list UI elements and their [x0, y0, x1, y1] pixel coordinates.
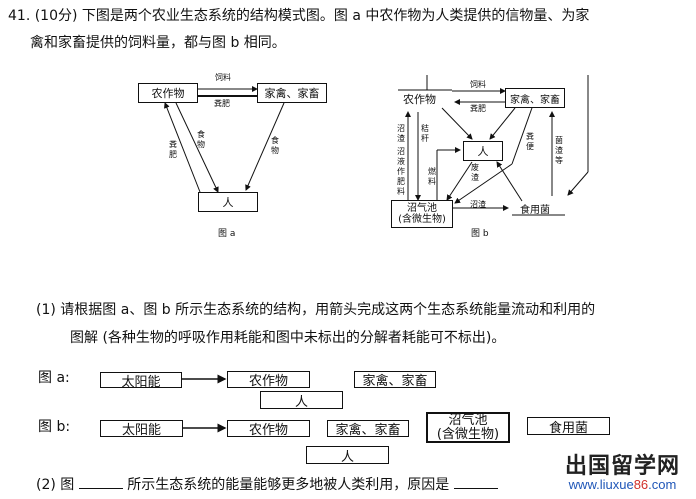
fig-a-label-feed: 饲料: [215, 73, 231, 82]
answer-b-sun-box: 太阳能: [100, 420, 183, 438]
answer-b-biogas-box: 沼气池 (含微生物): [426, 412, 510, 443]
fig-b-mushroom-node: 食用菌: [520, 205, 550, 216]
fig-b-crops-node: 农作物: [403, 93, 436, 106]
fig-a-crops-node: 农作物: [138, 83, 198, 103]
part2-label: (2): [36, 477, 56, 493]
part1-line2: 图解 (各种生物的呼吸作用耗能和图中未标出的分解者耗能可不标出)。: [70, 330, 506, 346]
part1-line1: (1) 请根据图 a、图 b 所示生态系统的结构，用箭头完成这两个生态系统能量流…: [36, 302, 596, 318]
answer-a-human-box: 人: [260, 391, 343, 410]
answer-a-livestock-box: 家禽、家畜: [354, 371, 436, 389]
fig-b-label-fuel: 燃料: [428, 167, 436, 186]
fig-b-label-manure: 粪肥: [470, 104, 486, 113]
answer-b-crops-box: 农作物: [227, 420, 310, 438]
watermark: 出国留学网 www.liuxue86.com: [565, 454, 681, 494]
part1-label: (1): [36, 302, 56, 318]
fig-b-livestock-node: 家禽、家畜: [505, 88, 565, 108]
question-header-line2: 禽和家畜提供的饲料量，都与图 b 相同。: [30, 35, 286, 51]
fig-b-label-residue-bottom: 沼渣: [470, 200, 486, 209]
fig-a-caption: 图 a: [218, 229, 236, 239]
question-intro-1: 下图是两个农业生态系统的结构模式图。图 a 中农作物为人类提供的信物量、为家: [81, 8, 590, 24]
fig-a-livestock-node: 家禽、家畜: [257, 83, 327, 103]
question-points: (10分): [34, 8, 78, 24]
fig-a-label-manure-left: 粪肥: [169, 140, 177, 159]
part2-line: (2) 图 所示生态系统的能量能够更多地被人类利用，原因是: [36, 475, 498, 493]
answer-b-livestock-box: 家禽、家畜: [327, 420, 409, 438]
fig-b-human-node: 人: [463, 141, 503, 161]
question-number: 41.: [8, 8, 31, 24]
part2-blank-figure[interactable]: [78, 475, 123, 489]
fig-b-label-feed: 饲料: [470, 80, 486, 89]
answer-b-mushroom-box: 食用菌: [527, 417, 610, 436]
fig-b-label-residue-left2: 沼液作肥料: [397, 147, 405, 196]
answer-b-human-box: 人: [306, 446, 389, 465]
fig-b-label-straw: 秸秆: [421, 124, 429, 143]
answer-a-crops-box: 农作物: [227, 371, 310, 389]
question-header-line1: 41. (10分) 下图是两个农业生态系统的结构模式图。图 a 中农作物为人类提…: [8, 8, 589, 24]
fig-a-label-manure-top: 粪肥: [214, 99, 230, 108]
fig-b-label-mushroom-waste: 菌渣等: [555, 136, 563, 165]
fig-b-biogas-node: 沼气池 (含微生物): [391, 200, 453, 228]
answer-a-label: 图 a:: [38, 370, 70, 386]
fig-b-label-manure2: 粪便: [526, 132, 534, 151]
answer-a-sun-box: 太阳能: [100, 372, 182, 390]
question-intro-2: 禽和家畜提供的饲料量，都与图 b 相同。: [30, 35, 286, 51]
fig-b-label-residue-left: 沼渣: [397, 124, 405, 143]
fig-a-human-node: 人: [198, 192, 258, 212]
fig-a-label-food-crops: 食物: [197, 130, 205, 149]
watermark-url: www.liuxue86.com: [568, 477, 677, 492]
part2-blank-reason[interactable]: [453, 475, 498, 489]
answer-b-label: 图 b:: [38, 419, 71, 435]
fig-a-label-food-livestock: 食物: [271, 136, 279, 155]
fig-b-label-waste: 废渣: [471, 163, 479, 182]
fig-b-caption: 图 b: [471, 229, 489, 239]
watermark-title: 出国留学网: [565, 454, 681, 479]
